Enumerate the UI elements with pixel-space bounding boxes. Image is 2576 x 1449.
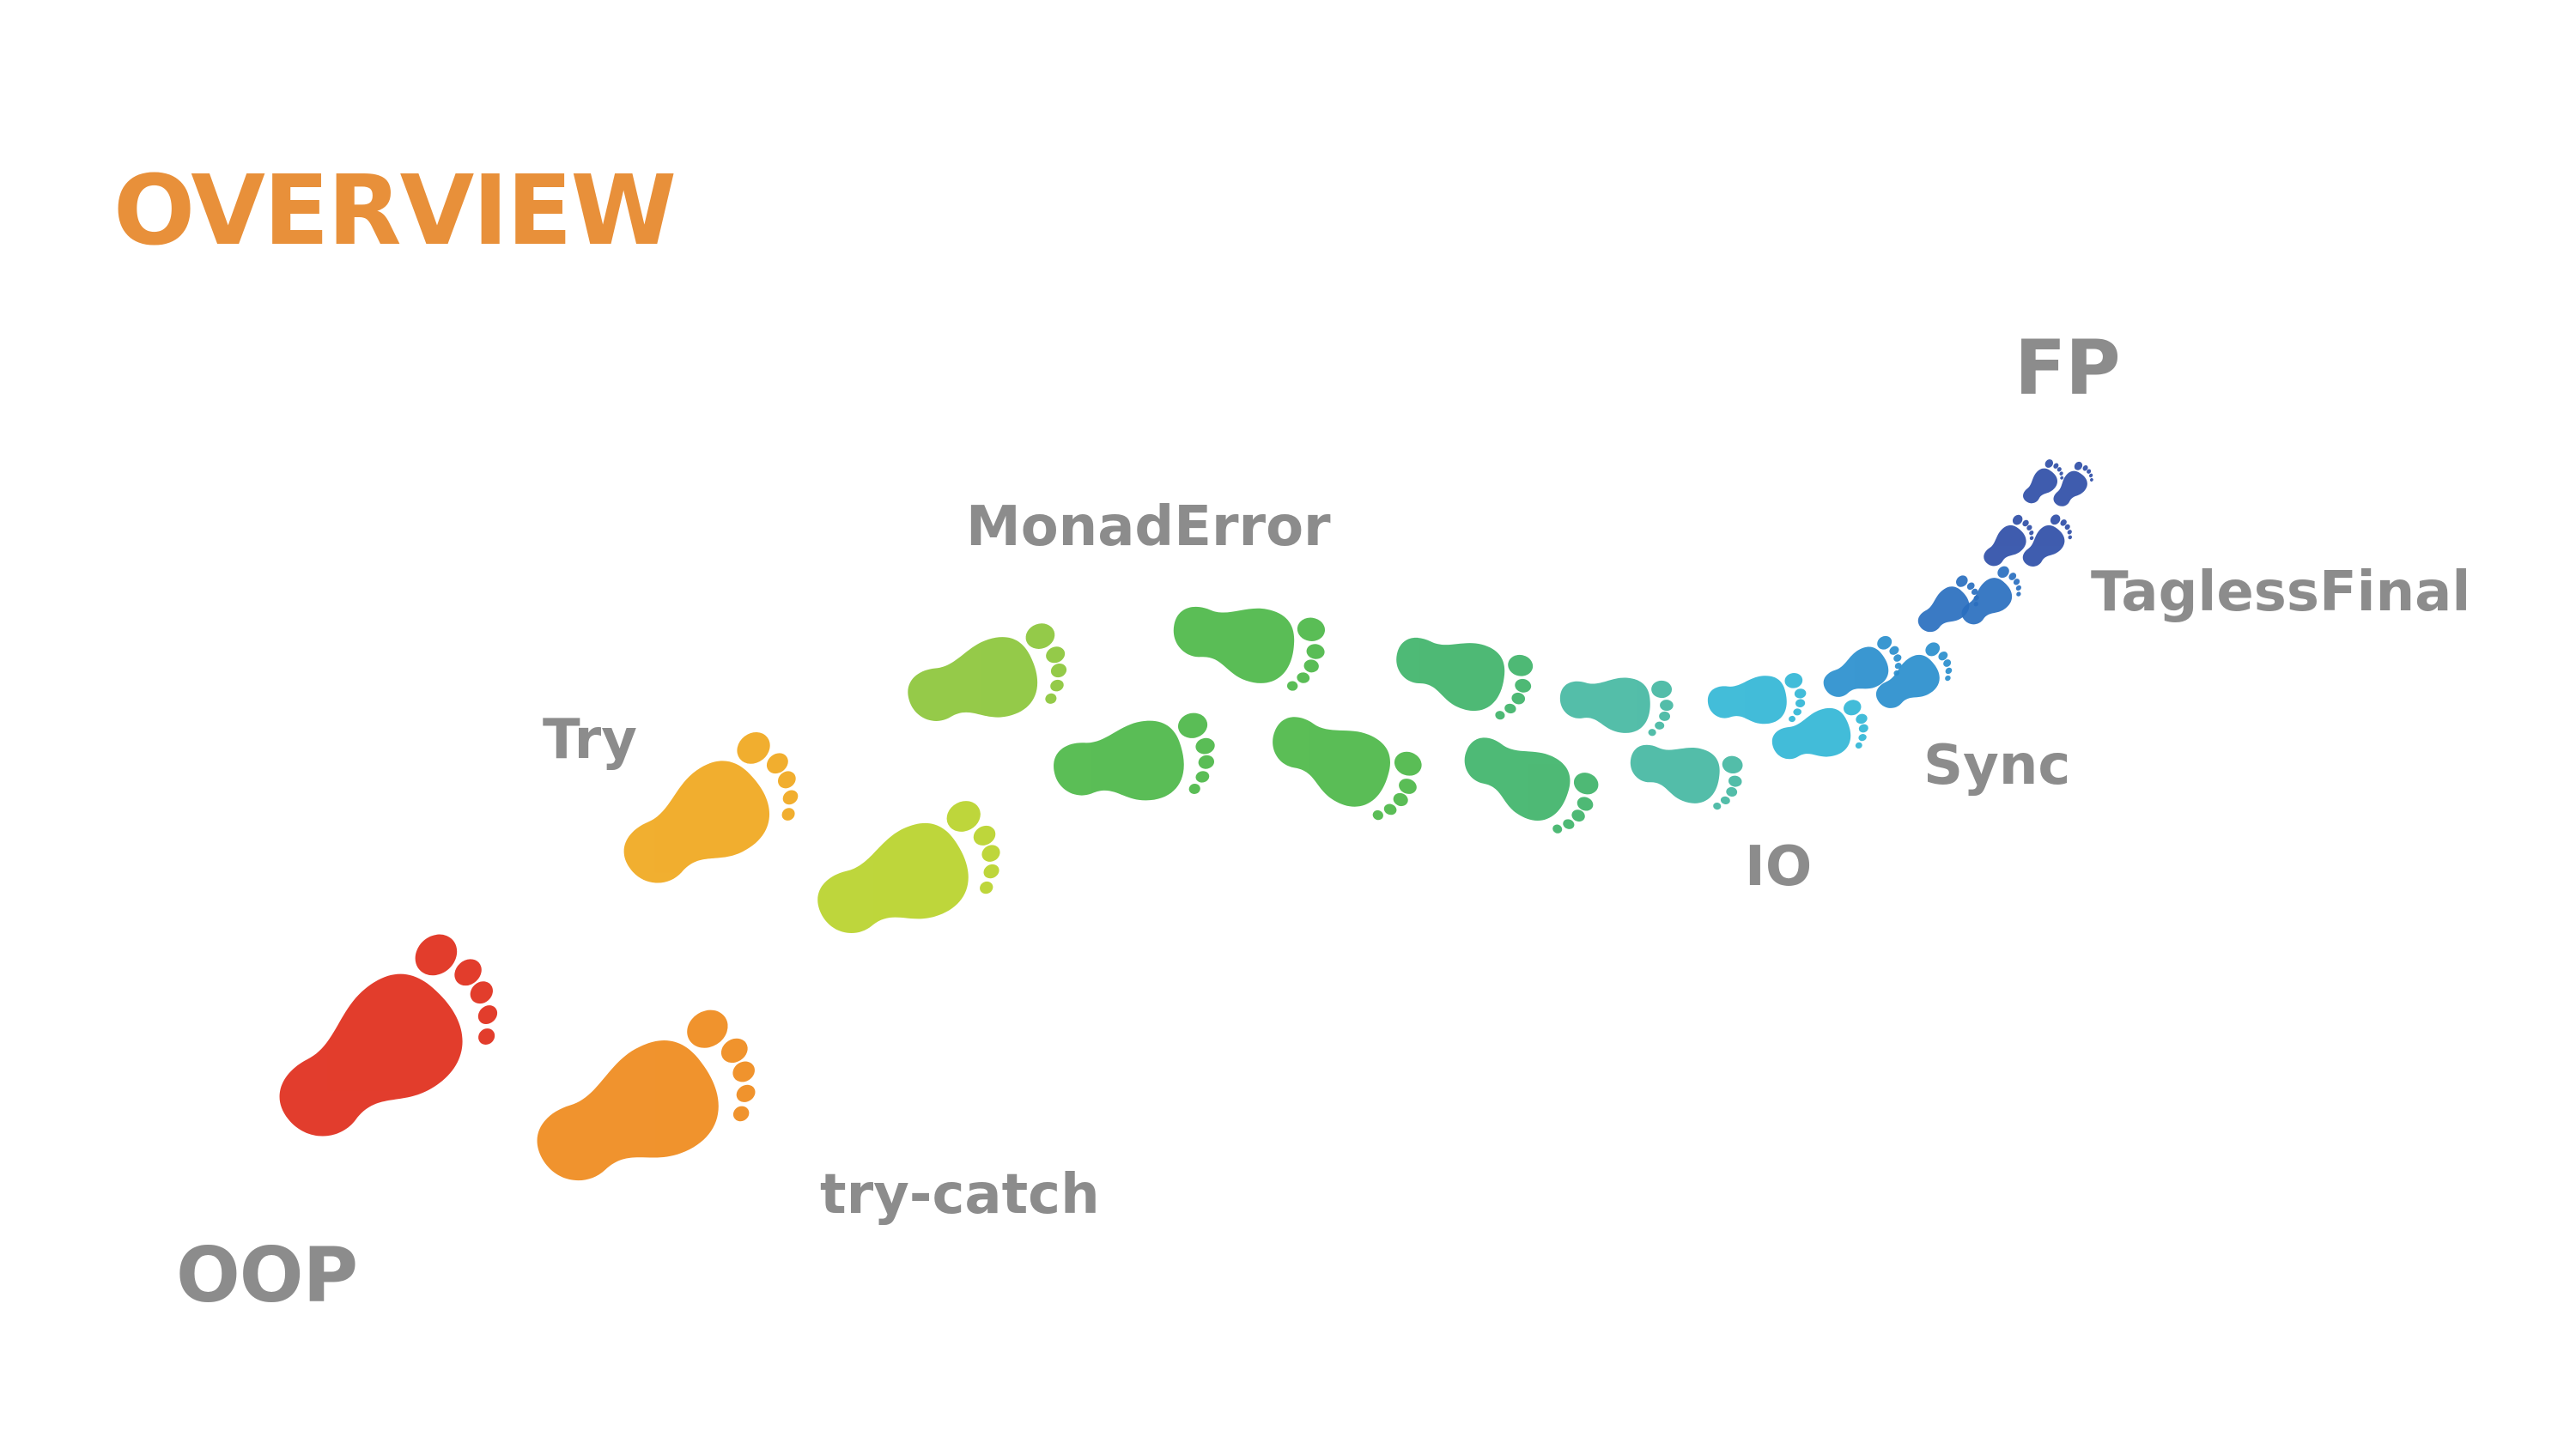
footprint-icon (1054, 712, 1215, 801)
label-io: IO (1745, 835, 1813, 899)
label-sync: Sync (1923, 734, 2071, 797)
footprint-icon (908, 623, 1067, 721)
footprint-icon (2053, 461, 2093, 506)
footprint-icon (1273, 717, 1422, 821)
footprint-icon (279, 934, 498, 1137)
footprint-icon (537, 1009, 756, 1181)
footprint-icon (1173, 607, 1326, 691)
footprint-icon (2022, 514, 2073, 567)
label-fp: FP (2014, 324, 2121, 412)
label-monad-error: MonadError (966, 495, 1331, 559)
footprint-icon (1875, 642, 1953, 708)
footprint-icon (1396, 637, 1534, 720)
footprint-icon (2023, 459, 2064, 504)
label-tagless-final: TaglessFinal (2091, 561, 2471, 624)
footprint-icon (1559, 677, 1674, 737)
label-oop: OOP (176, 1231, 358, 1319)
slide-title: OVERVIEW (113, 155, 677, 267)
label-try-catch: try-catch (820, 1163, 1100, 1227)
footprint-icon (1984, 514, 2034, 567)
footprint-icon (1961, 566, 2021, 625)
footprint-icon (623, 731, 799, 883)
footprint-icon (1630, 744, 1743, 810)
footprint-icon (817, 801, 1000, 933)
label-try: Try (543, 708, 637, 772)
footprint-icon (1771, 700, 1868, 760)
footprint-icon (1464, 737, 1599, 834)
footprint-icon (1707, 672, 1807, 724)
